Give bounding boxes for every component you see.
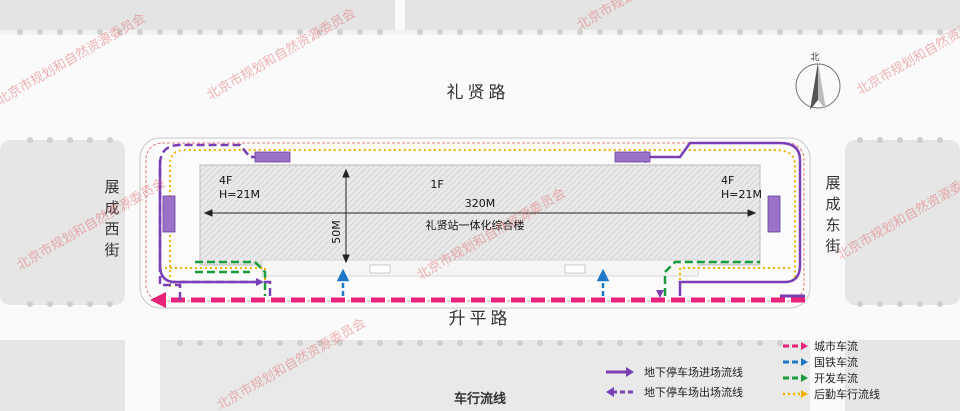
dimension-length-label: 320M bbox=[465, 197, 496, 210]
road-label-east: 展 成 东 街 bbox=[825, 174, 840, 255]
road-label-west: 展 成 西 街 bbox=[104, 178, 119, 259]
svg-text:街: 街 bbox=[104, 241, 119, 259]
north-arrow-icon bbox=[795, 62, 841, 110]
svg-text:西: 西 bbox=[104, 220, 119, 238]
legend-parking-entry: 地下停车场进场流线 bbox=[644, 365, 743, 379]
legend-logistics: 后勤车行流线 bbox=[814, 387, 880, 401]
svg-text:展: 展 bbox=[104, 178, 119, 196]
trees bbox=[17, 29, 943, 346]
legend-rail-traffic: 国铁车流 bbox=[814, 355, 858, 369]
ramp-e bbox=[767, 195, 781, 233]
left-height: H=21M bbox=[219, 188, 260, 201]
ramp-nw bbox=[254, 151, 291, 163]
road-label-north: 礼贤路 bbox=[447, 83, 510, 103]
logistics-flow bbox=[169, 149, 796, 287]
ramp-ne bbox=[614, 151, 651, 163]
parking-entry-flow bbox=[633, 141, 802, 296]
right-floors: 4F bbox=[721, 174, 734, 187]
drop-off-platform bbox=[261, 259, 699, 277]
legend-development-traffic: 开发车流 bbox=[814, 371, 858, 385]
svg-text:成: 成 bbox=[825, 195, 840, 213]
center-floors: 1F bbox=[430, 178, 443, 191]
ramp-w bbox=[162, 195, 176, 233]
legend-left: 地下停车场进场流线 地下停车场出场流线 bbox=[606, 365, 743, 399]
dimension-width-label: 50M bbox=[330, 220, 343, 244]
svg-text:东: 东 bbox=[825, 216, 840, 234]
left-floors: 4F bbox=[219, 174, 232, 187]
building-footprint bbox=[199, 164, 761, 266]
north-arrow-label: 北 bbox=[810, 52, 819, 63]
dimension-length bbox=[203, 209, 757, 217]
svg-text:展: 展 bbox=[825, 174, 840, 192]
legend-city-traffic: 城市车流 bbox=[814, 339, 858, 353]
svg-text:成: 成 bbox=[104, 199, 119, 217]
dimension-width bbox=[342, 168, 350, 264]
legend-parking-exit: 地下停车场出场流线 bbox=[644, 385, 743, 399]
legend-right: 城市车流 国铁车流 开发车流 后勤车行流线 bbox=[783, 339, 880, 401]
development-flow bbox=[195, 260, 267, 296]
map-title: 车行流线 bbox=[454, 391, 506, 407]
svg-text:街: 街 bbox=[825, 237, 840, 255]
right-height: H=21M bbox=[721, 188, 762, 201]
building-name: 礼贤站一体化综合楼 bbox=[426, 218, 525, 232]
property-line bbox=[145, 142, 805, 302]
road-label-south: 升平路 bbox=[449, 309, 512, 329]
